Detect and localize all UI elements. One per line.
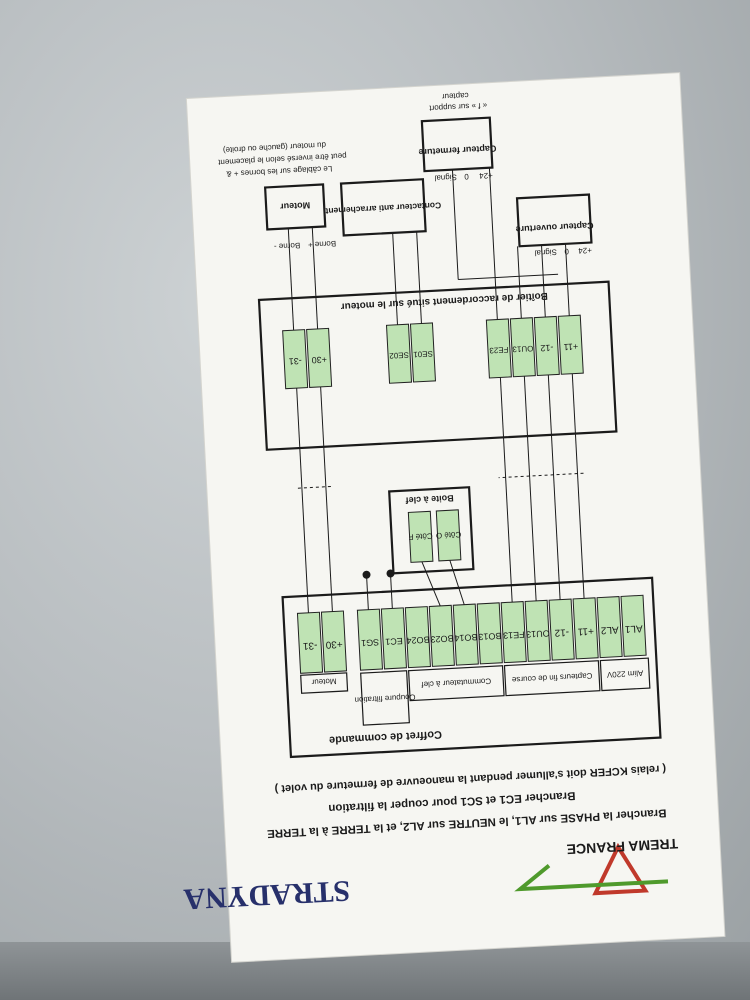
moteur-borne-minus: Borne - bbox=[273, 241, 300, 251]
coffret-terminal-label: BO24 bbox=[406, 635, 430, 646]
boitier-terminal-label: OU13 bbox=[512, 344, 534, 354]
boitier-box bbox=[257, 280, 618, 451]
capteur-ouverture-pin: 0 bbox=[564, 247, 569, 256]
wire-capteur-ouv-3 bbox=[517, 246, 522, 319]
coffret-terminal-label: EC1 bbox=[385, 636, 403, 647]
commutateur-group-box bbox=[407, 665, 505, 702]
commutateur-group-label: Commutateur à clef bbox=[420, 676, 491, 689]
boite-clef-box bbox=[388, 486, 475, 575]
capteur-fermeture-note-1: « f » sur support bbox=[428, 101, 487, 113]
wire-minus12 bbox=[547, 374, 561, 600]
coffret-terminal-label: AL1 bbox=[624, 622, 643, 634]
boitier-terminal-label: SE02 bbox=[389, 350, 410, 360]
alim-group-box bbox=[599, 657, 651, 692]
coffret-terminal-label: BO13 bbox=[478, 631, 502, 642]
boitier-terminal-label: -31 bbox=[288, 356, 302, 367]
wire-moteur-plus bbox=[311, 227, 319, 329]
coffret-terminal-label: AL2 bbox=[600, 624, 619, 636]
capteur-ouverture-label: Capteur ouverture bbox=[515, 220, 593, 234]
coffret-terminal-ou13 bbox=[524, 599, 551, 662]
coffret-terminal-bo24 bbox=[404, 606, 431, 669]
trema-logo-swoosh bbox=[514, 864, 669, 892]
trema-logo: TREMA FRANCE bbox=[514, 836, 678, 896]
boite-clef-terminal-label: Côté F bbox=[408, 531, 433, 541]
coffret-terminal-label: BO14 bbox=[454, 632, 478, 643]
coffret-terminal-bo13 bbox=[476, 602, 503, 665]
wire-fe13 bbox=[499, 377, 513, 603]
boitier-terminals: +11 -12 OU13 FE23 SE01 SE02 +30 -31 bbox=[282, 314, 584, 390]
coffret-terminal-al2 bbox=[596, 596, 623, 659]
wire-plus30 bbox=[320, 386, 333, 612]
filtration-group-box bbox=[360, 670, 410, 726]
trema-logo-triangle bbox=[592, 842, 649, 896]
coffret-terminal-bo14 bbox=[452, 603, 479, 666]
sg1-wire bbox=[366, 574, 369, 610]
wire-capteur-ouv-2 bbox=[541, 245, 546, 318]
capteur-fermeture-pin: Signal bbox=[434, 172, 457, 182]
boite-clef-title: Boite à clef bbox=[404, 493, 453, 506]
coffret-terminal-label: SG1 bbox=[361, 637, 380, 648]
moteur-group-box bbox=[300, 672, 349, 694]
coffret-terminal-al1 bbox=[620, 594, 647, 657]
coffret-terminal-label: BO23 bbox=[430, 633, 454, 644]
bo14-wire bbox=[449, 560, 465, 605]
boitier-terminal-label: -12 bbox=[540, 343, 554, 354]
capteur-ouverture-box bbox=[515, 193, 593, 248]
moteur-group-label: Moteur bbox=[311, 676, 337, 686]
boitier-terminal-label: FE23 bbox=[489, 345, 509, 355]
wire-bus-1 bbox=[458, 273, 559, 281]
wire-moteur-minus bbox=[287, 228, 295, 331]
moteur-borne-plus: Borne + bbox=[307, 239, 336, 249]
wire-dash-1 bbox=[498, 472, 584, 479]
trema-logo-text: TREMA FRANCE bbox=[566, 836, 678, 858]
bo23-wire bbox=[421, 561, 441, 607]
ec1-wire bbox=[389, 573, 393, 609]
capteur-fermeture-pin: 0 bbox=[464, 172, 469, 181]
coffret-terminals: AL1 AL2 +11 -12 OU13 FE13 BO13 BO14 BO23… bbox=[296, 594, 647, 674]
coffret-terminal-label: +30 bbox=[325, 638, 343, 650]
capteur-fermeture-pin: +24 bbox=[478, 171, 493, 181]
boitier-terminal-label: +11 bbox=[563, 341, 578, 352]
coffret-title: Coffret de commande bbox=[329, 728, 443, 746]
coffret-terminal-label: +11 bbox=[577, 625, 594, 637]
capteur-ouverture-pin: +24 bbox=[578, 245, 593, 255]
wire-contacteur-1 bbox=[416, 231, 422, 324]
boitier-terminal-label: +30 bbox=[311, 355, 327, 366]
capteur-ouverture-pin: Signal bbox=[534, 247, 557, 257]
moteur-label: Moteur bbox=[279, 200, 310, 212]
filtration-group-label: Coupure filtration bbox=[354, 692, 415, 704]
capteurs-group-label: Capteurs fin de course bbox=[511, 671, 592, 684]
boite-clef-terminal-label: Côté O bbox=[436, 530, 462, 540]
capteur-fermeture-label: Capteur fermeture bbox=[418, 143, 496, 157]
capteur-fermeture-box bbox=[420, 116, 494, 173]
wire-minus31 bbox=[296, 388, 309, 613]
wire-capteur-ferm-2 bbox=[451, 169, 459, 280]
boitier-terminal-label: SE01 bbox=[412, 349, 433, 359]
coffret-terminal-label: -31 bbox=[302, 639, 317, 651]
wire-capteur-ouv-1 bbox=[564, 243, 570, 316]
alim-group-label: Alim 220V bbox=[606, 668, 644, 679]
wire-plus11 bbox=[571, 373, 585, 599]
wire-ou13 bbox=[523, 376, 537, 601]
wire-contacteur-2 bbox=[392, 232, 398, 325]
coffret-box bbox=[281, 576, 662, 759]
wire-capteur-ferm-1 bbox=[488, 167, 498, 320]
contacteur-box bbox=[339, 178, 427, 237]
coffret-terminal-label: FE13 bbox=[503, 630, 525, 641]
capteurs-group-box bbox=[503, 660, 601, 697]
coffret-terminal-label: -12 bbox=[554, 626, 569, 638]
coffret-terminal-label: OU13 bbox=[526, 628, 550, 639]
capteur-fermeture-note-2: capteur bbox=[441, 91, 468, 101]
moteur-box bbox=[263, 183, 327, 231]
